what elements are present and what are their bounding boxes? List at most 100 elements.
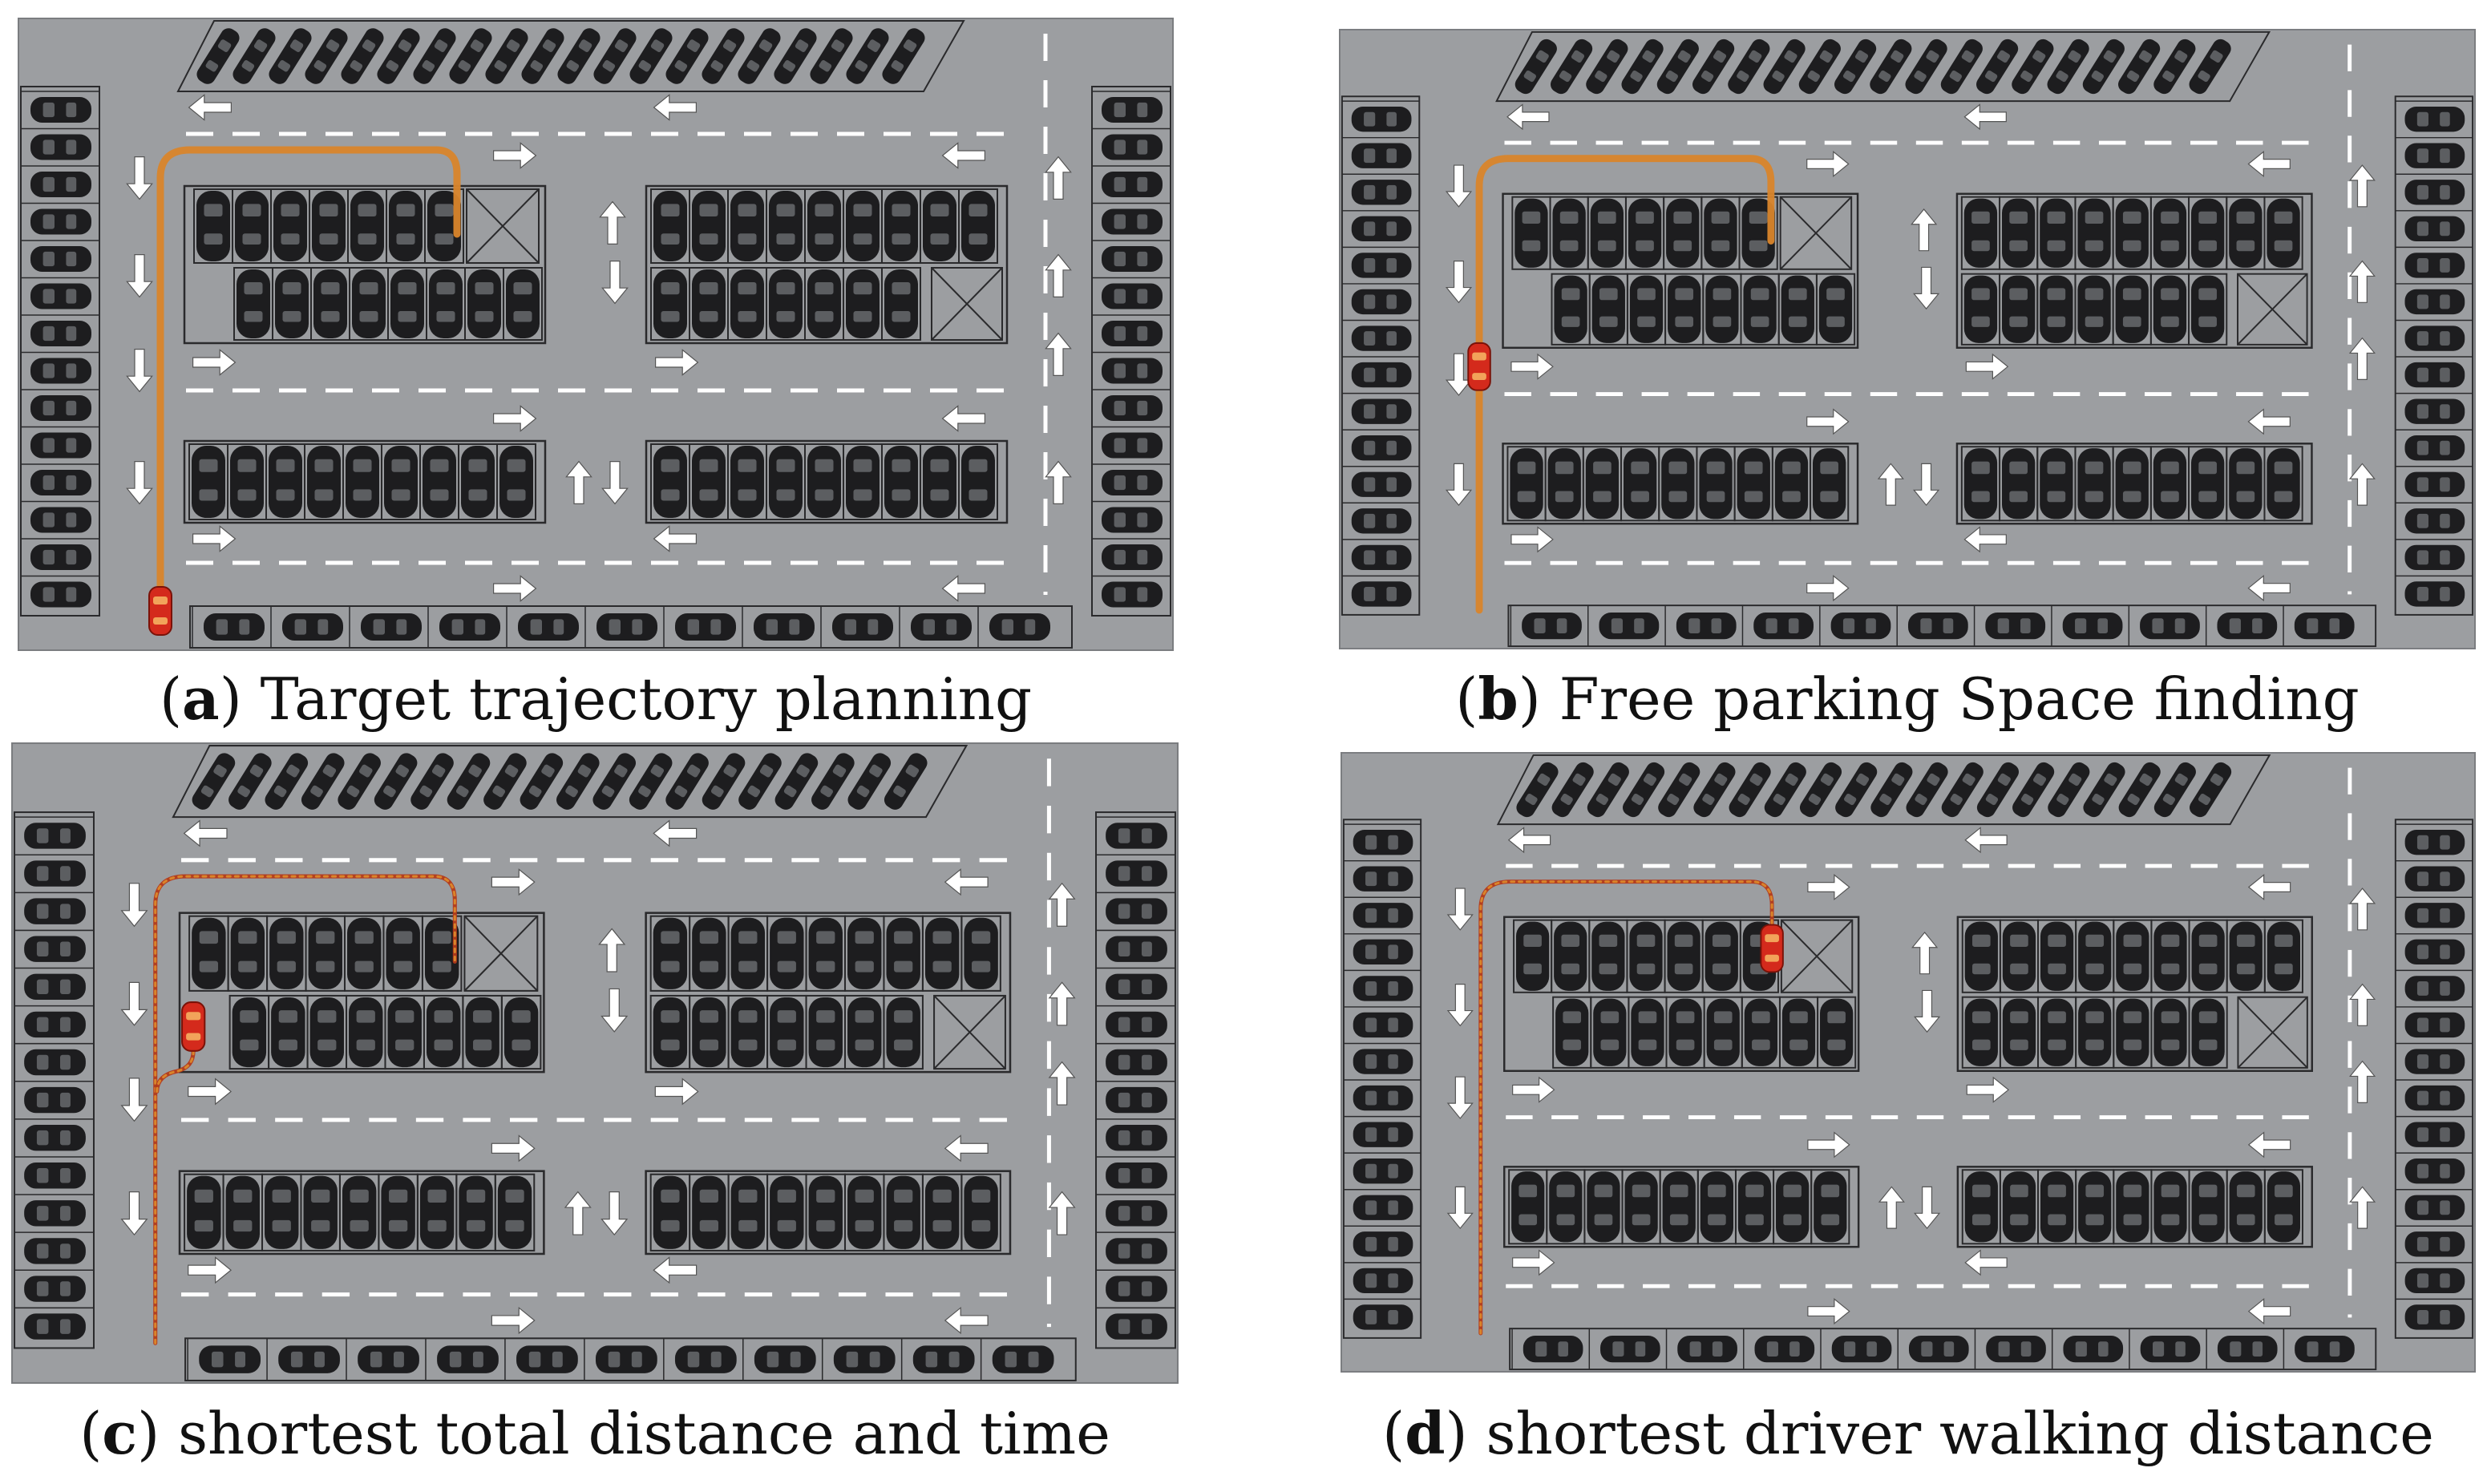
car-icon	[1668, 998, 1702, 1066]
arrow-icon	[1964, 1249, 2008, 1276]
car-icon	[2002, 1171, 2036, 1243]
trajectory-dots	[1479, 880, 1773, 1335]
car-icon	[1106, 1163, 1167, 1189]
panel-c-caption-text: shortest total distance and time	[178, 1400, 1110, 1467]
arrow-icon	[2247, 408, 2291, 435]
car-icon	[1106, 1313, 1167, 1340]
arrow-icon	[2348, 164, 2376, 208]
car-icon	[1677, 1335, 1737, 1363]
arrow-icon	[1045, 156, 1072, 200]
car-icon	[24, 936, 86, 962]
car-icon	[265, 753, 309, 810]
car-icon	[1830, 612, 1891, 640]
car-icon	[2404, 976, 2465, 1001]
panel-a-map	[18, 18, 1174, 651]
car-icon	[2191, 198, 2225, 268]
lot-background	[11, 742, 1179, 1384]
car-icon	[593, 28, 637, 84]
car-icon	[1705, 275, 1739, 343]
car-icon	[1551, 762, 1594, 818]
car-icon	[24, 1163, 86, 1189]
car-icon	[2404, 1158, 2465, 1184]
car-icon	[770, 997, 804, 1068]
car-icon	[754, 613, 815, 641]
x-box-icon	[2237, 273, 2308, 346]
car-icon	[196, 191, 230, 261]
car-icon	[2404, 289, 2465, 315]
arrow-icon	[126, 253, 153, 298]
car-icon	[1587, 762, 1629, 818]
car-icon	[1353, 1268, 1413, 1294]
car-icon	[2078, 1171, 2112, 1243]
car-icon	[30, 172, 91, 197]
panel-b-map	[1339, 29, 2476, 649]
car-icon	[503, 997, 539, 1068]
arrow-icon	[653, 525, 698, 552]
car-icon	[808, 1175, 843, 1249]
car-icon	[961, 191, 995, 261]
car-icon	[2115, 275, 2149, 343]
car-icon	[1737, 448, 1770, 520]
car-icon	[1102, 283, 1163, 309]
parking-block-upper-right	[645, 912, 1012, 1074]
arrow-icon	[2349, 1060, 2376, 1103]
arrow-icon	[1964, 827, 2008, 854]
car-icon	[374, 753, 418, 810]
panel-c-caption: (c) shortest total distance and time	[79, 1399, 1110, 1467]
car-icon	[2116, 1171, 2149, 1243]
car-icon	[30, 581, 91, 608]
arrow-icon	[601, 1191, 629, 1236]
panel-a-caption-text: Target trajectory planning	[260, 665, 1033, 733]
car-icon	[1353, 976, 1413, 1001]
parking-block-lower-right	[1956, 1166, 2313, 1248]
car-icon	[1102, 97, 1163, 123]
arrow-icon	[1446, 984, 1474, 1027]
car-icon	[1963, 198, 1998, 268]
car-icon	[2116, 998, 2149, 1066]
car-icon	[358, 1345, 419, 1373]
arrow-icon	[1445, 261, 1473, 304]
parking-stall	[958, 443, 998, 520]
car-icon	[2191, 921, 2225, 991]
arrow-icon	[944, 1306, 989, 1335]
parking-block-upper-left	[178, 912, 545, 1074]
parking-block-upper-right	[1956, 916, 2313, 1073]
car-icon	[1820, 998, 1854, 1066]
car-icon	[2217, 1335, 2278, 1363]
car-icon	[30, 470, 91, 495]
car-icon	[389, 191, 423, 261]
car-icon	[596, 1345, 657, 1373]
car-icon	[313, 269, 347, 338]
car-icon	[1106, 936, 1167, 962]
car-icon	[2048, 762, 2090, 818]
arrow-icon	[1806, 408, 1850, 435]
car-icon	[1905, 38, 1947, 95]
car-icon	[413, 28, 456, 84]
arrow-icon	[564, 1191, 592, 1235]
x-box-icon	[933, 994, 1006, 1070]
car-icon	[675, 613, 736, 641]
car-icon	[807, 191, 841, 261]
car-icon	[2078, 921, 2112, 991]
car-icon	[989, 613, 1050, 641]
car-icon	[2404, 180, 2465, 205]
car-icon	[2404, 829, 2465, 855]
arrow-icon	[1914, 1186, 1941, 1230]
car-icon	[24, 1124, 86, 1151]
car-icon	[309, 997, 344, 1068]
car-icon	[2078, 998, 2112, 1066]
parking-block-lower-right	[645, 439, 1009, 524]
car-icon	[730, 917, 766, 989]
parking-stall	[494, 1173, 536, 1251]
parking-stall	[1738, 196, 1778, 270]
arrow-icon	[1506, 103, 1550, 131]
arrow-icon	[1806, 575, 1850, 602]
car-icon	[1593, 998, 1627, 1066]
car-icon	[1907, 612, 1968, 640]
arrow-icon	[653, 819, 698, 847]
arrow-icon	[126, 348, 153, 393]
arrow-icon	[1445, 164, 1473, 208]
parking-stall	[960, 915, 1001, 992]
car-icon	[2267, 921, 2301, 991]
car-icon	[1351, 508, 1412, 534]
